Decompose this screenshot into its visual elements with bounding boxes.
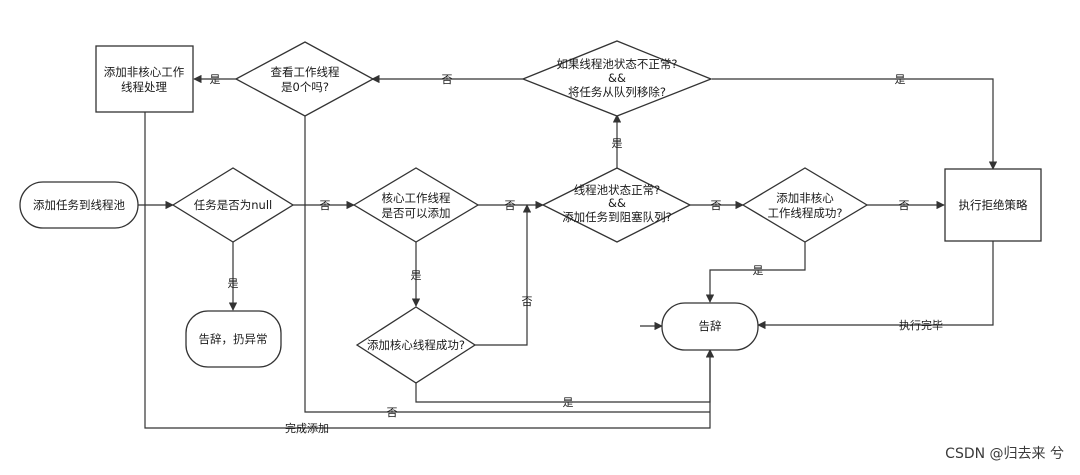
label-core-no: 否: [505, 199, 516, 212]
node-is-null: 任务是否为null: [171, 167, 295, 243]
edge-abnormal-yes-to-reject: [712, 78, 998, 170]
node-abnormal-remove-line2: &&: [608, 71, 626, 85]
node-add-noncore-task-line2: 线程处理: [121, 80, 167, 94]
node-check-zero: 查看工作线程 是0个吗?: [234, 41, 375, 117]
node-goodbye-label: 告辞: [699, 319, 722, 333]
edge-labels: 否 否 否 否 是 是 否 是 是 否 是 是 否 完成添加 是 执行完毕: [210, 73, 944, 435]
edge-done-adding: [144, 112, 715, 429]
node-add-noncore-task-line1: 添加非核心工作: [104, 65, 185, 79]
label-null-no: 否: [320, 199, 331, 212]
connectors: [138, 74, 998, 429]
node-pool-normal: 线程池状态正常? && 添加任务到阻塞队列?: [541, 167, 692, 243]
node-check-zero-line1: 查看工作线程: [271, 65, 340, 79]
label-check-no: 否: [387, 406, 398, 419]
node-abnormal-remove-line3: 将任务从队列移除?: [568, 85, 666, 99]
edge-reject-done-to-goodbye: [757, 241, 994, 330]
node-start-label: 添加任务到线程池: [33, 198, 125, 212]
label-noncore-no: 否: [899, 199, 910, 212]
node-pool-normal-line3: 添加任务到阻塞队列?: [562, 210, 672, 224]
node-add-noncore-ok-line2: 工作线程成功?: [767, 206, 842, 220]
node-add-noncore-ok: 添加非核心 工作线程成功?: [741, 167, 869, 243]
watermark: CSDN @归去来 兮: [945, 446, 1064, 462]
node-goodbye: 告辞: [661, 302, 759, 351]
node-add-core-ok: 添加核心线程成功?: [355, 306, 477, 384]
node-core-can-add-line1: 核心工作线程: [382, 191, 451, 205]
node-goodbye-throw: 告辞，扔异常: [185, 310, 282, 368]
node-pool-normal-line1: 线程池状态正常?: [574, 183, 661, 197]
label-noncore-yes: 是: [753, 264, 764, 277]
node-goodbye-throw-label: 告辞，扔异常: [199, 332, 268, 346]
label-addcore-yes: 是: [563, 396, 574, 409]
node-core-can-add: 核心工作线程 是否可以添加: [352, 167, 480, 243]
node-reject: 执行拒绝策略: [944, 168, 1042, 242]
edge-check-no-to-goodbye: [304, 116, 710, 413]
label-abnormal-no: 否: [442, 73, 453, 86]
node-pool-normal-line2: &&: [608, 196, 626, 210]
edge-noncore-yes-to-goodbye: [705, 242, 806, 303]
label-done-exec: 执行完毕: [899, 318, 943, 332]
node-reject-label: 执行拒绝策略: [959, 198, 1028, 212]
node-add-core-ok-label: 添加核心线程成功?: [367, 338, 465, 352]
node-abnormal-remove-line1: 如果线程池状态不正常?: [556, 57, 677, 71]
node-add-noncore-ok-line1: 添加非核心: [776, 191, 834, 205]
edge-addcore-no-to-pool: [475, 204, 532, 346]
node-core-can-add-line2: 是否可以添加: [382, 206, 451, 220]
label-null-yes: 是: [228, 277, 239, 290]
label-addcore-no: 否: [522, 295, 533, 308]
label-pool-yes: 是: [612, 137, 623, 150]
label-core-yes: 是: [411, 269, 422, 282]
node-check-zero-line2: 是0个吗?: [281, 80, 329, 94]
label-check-yes: 是: [210, 73, 221, 86]
label-abnormal-yes: 是: [895, 73, 906, 86]
node-add-noncore-task: 添加非核心工作 线程处理: [95, 45, 194, 113]
edge-addcore-yes-to-goodbye: [415, 349, 715, 403]
label-pool-no: 否: [711, 199, 722, 212]
node-is-null-label: 任务是否为null: [194, 198, 272, 212]
node-start: 添加任务到线程池: [19, 181, 139, 229]
label-done-adding: 完成添加: [285, 421, 329, 435]
node-abnormal-remove: 如果线程池状态不正常? && 将任务从队列移除?: [521, 40, 713, 117]
